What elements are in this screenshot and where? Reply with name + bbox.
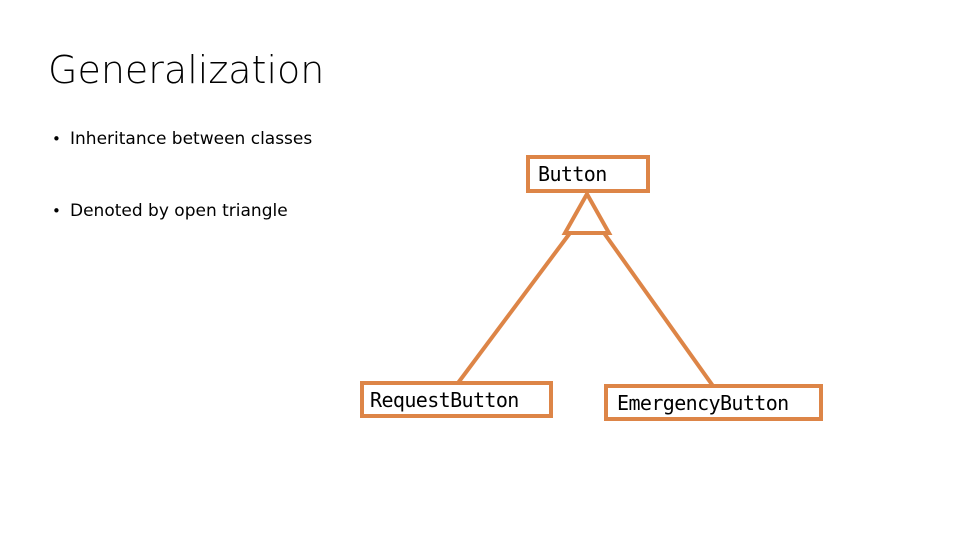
page-title: Generalization <box>48 48 325 92</box>
bullet-list: • Inheritance between classes • Denoted … <box>48 128 468 222</box>
generalization-line-emergency <box>602 231 715 388</box>
uml-class-box-emergency-button[interactable]: EmergencyButton <box>604 384 823 421</box>
uml-class-name: Button <box>538 162 607 186</box>
list-item: • Denoted by open triangle <box>48 200 468 222</box>
uml-class-box-button[interactable]: Button <box>526 155 650 193</box>
uml-class-name: EmergencyButton <box>617 390 789 415</box>
list-item: • Inheritance between classes <box>48 128 468 150</box>
list-item-label: Inheritance between classes <box>70 129 313 149</box>
generalization-line-request <box>456 231 572 385</box>
open-triangle-arrowhead-icon <box>561 189 613 235</box>
bullet-marker-icon: • <box>52 202 61 220</box>
list-item-label: Denoted by open triangle <box>70 201 288 221</box>
uml-class-box-request-button[interactable]: RequestButton <box>360 381 553 418</box>
bullet-marker-icon: • <box>52 130 61 148</box>
uml-class-name: RequestButton <box>370 387 519 412</box>
